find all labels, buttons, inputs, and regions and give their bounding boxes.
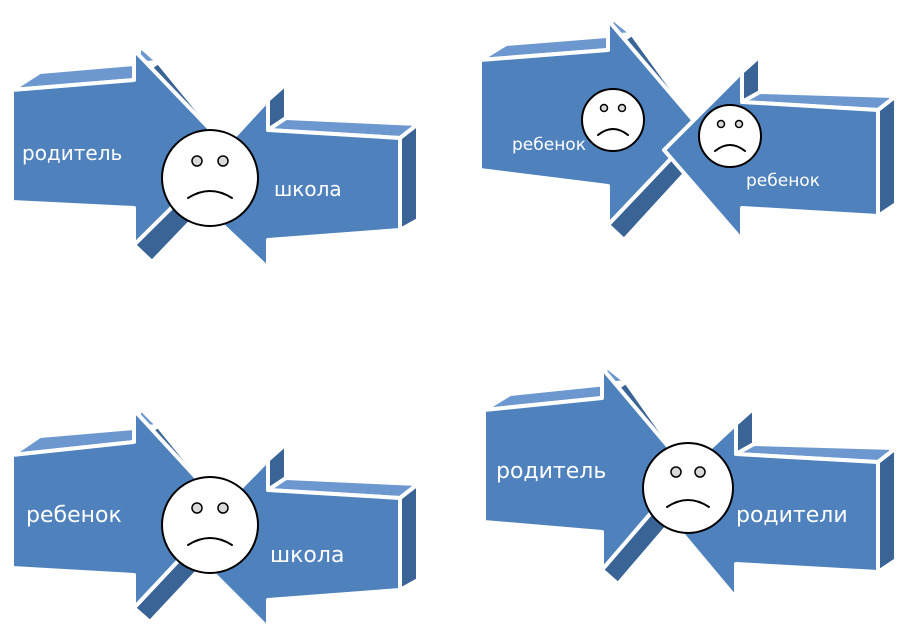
sad-face-icon [643,443,733,533]
sad-face-icon [699,105,761,167]
left-label: родитель [22,141,122,165]
left-label: родитель [496,459,606,484]
right-label: родители [736,503,848,528]
sad-face-icon [162,130,258,226]
panel-3: ребенок школа [12,408,418,628]
left-label: ребенок [26,503,122,528]
right-label: школа [274,177,342,201]
panel-4: родитель родители [484,366,896,598]
sad-face-icon [582,89,644,151]
left-arrow [664,56,896,240]
right-label: ребенок [746,171,820,191]
panel-1: родитель школа [12,46,418,268]
left-label: ребенок [512,135,586,155]
right-label: школа [270,543,344,568]
sad-face-icon [162,477,258,573]
panel-2: ребенок ребенок [480,18,896,240]
